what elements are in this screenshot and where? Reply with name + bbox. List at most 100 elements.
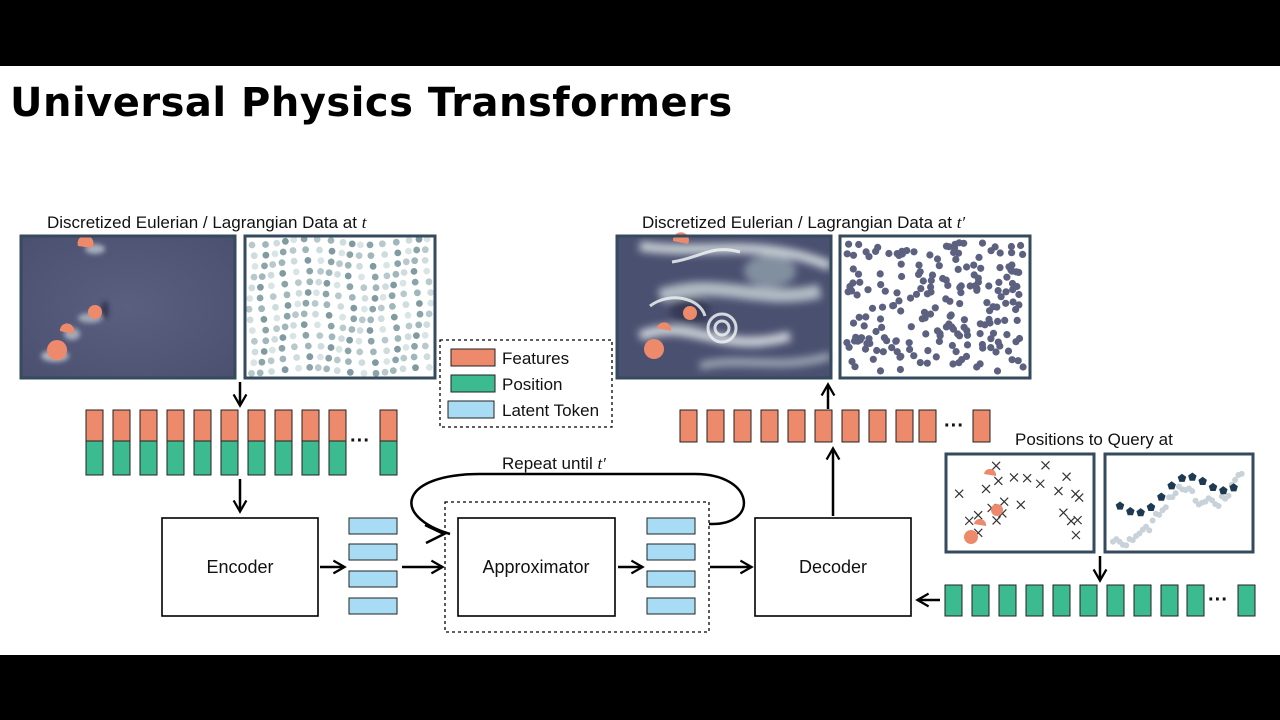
input-particle: [388, 292, 396, 300]
output-particle: [956, 284, 964, 292]
output-particle: [974, 278, 983, 286]
input-position-token: [379, 440, 398, 476]
input-particle: [337, 303, 345, 310]
input-particle: [256, 369, 264, 377]
input-particle: [311, 300, 319, 307]
output-particle: [963, 341, 972, 349]
input-particle: [416, 310, 424, 318]
input-particle: [317, 268, 324, 275]
legend: Features Position Latent Token: [439, 339, 613, 428]
input-particle: [267, 357, 275, 365]
output-particle: [975, 253, 983, 261]
input-particle: [416, 300, 423, 307]
input-particle: [338, 335, 345, 342]
input-particle: [248, 284, 256, 292]
input-particle: [290, 257, 298, 265]
output-particle: [872, 327, 880, 336]
input-particle: [258, 358, 266, 366]
input-particle: [281, 366, 289, 374]
input-position-token: [139, 440, 158, 476]
legend-latent-swatch: [447, 400, 495, 419]
query-particle: [1156, 511, 1163, 518]
output-particle: [976, 360, 984, 368]
input-particle: [400, 354, 408, 362]
query-cross-marker: [1059, 508, 1068, 518]
input-particle: [306, 278, 314, 286]
input-particle: [404, 333, 412, 341]
output-particle: [1008, 356, 1016, 364]
output-particle: [970, 261, 978, 269]
input-particle: [272, 303, 279, 311]
input-particle: [327, 322, 335, 330]
output-particle: [955, 359, 963, 367]
input-particle: [381, 368, 389, 376]
input-particle: [421, 246, 429, 254]
latent-token: [348, 517, 398, 535]
output-particle: [1007, 266, 1015, 274]
input-particle: [413, 332, 420, 339]
input-particle: [273, 314, 281, 322]
input-particle: [346, 336, 353, 344]
input-particle: [382, 283, 389, 290]
query-position-token: [1079, 584, 1098, 617]
query-cross-marker: [992, 516, 1001, 525]
query-cross-marker: [1066, 516, 1076, 526]
input-particle: [405, 322, 413, 330]
input-particle: [306, 353, 314, 361]
output-particle: [1007, 242, 1016, 251]
input-particle: [262, 337, 270, 345]
query-particle: [1225, 492, 1232, 499]
input-particle: [279, 270, 287, 277]
input-particle: [411, 342, 418, 350]
input-particle: [279, 355, 287, 363]
query-lagrangian-image: [1103, 452, 1255, 554]
input-particle: [283, 291, 291, 299]
output-data-caption: Discretized Eulerian / Lagrangian Data a…: [642, 213, 965, 232]
output-particle: [920, 308, 929, 316]
input-particle: [271, 250, 279, 258]
input-particle: [334, 271, 341, 278]
output-particle: [851, 363, 859, 371]
legend-features-swatch: [450, 348, 496, 367]
input-particle: [323, 301, 331, 309]
legend-position-label: Position: [502, 375, 562, 394]
input-particle: [294, 300, 302, 308]
input-feature-token: [379, 409, 398, 442]
output-particle: [962, 352, 971, 360]
output-particle: [1009, 298, 1017, 306]
input-particle: [269, 346, 276, 354]
input-particle: [399, 365, 407, 373]
input-particle: [379, 293, 387, 301]
input-particle: [344, 261, 352, 269]
input-particle: [344, 272, 352, 280]
input-particle: [260, 348, 268, 355]
input-token-ellipsis: ···: [350, 430, 370, 452]
input-particle: [292, 311, 299, 319]
output-particle: [954, 330, 962, 338]
input-position-token: [274, 440, 293, 476]
input-particle: [423, 267, 431, 275]
input-feature-token: [166, 409, 185, 442]
output-particle: [950, 244, 959, 252]
output-feature-token: [787, 409, 806, 443]
output-particle: [985, 315, 993, 323]
output-particle: [855, 240, 863, 249]
repeat-label: Repeat until t′: [502, 454, 606, 473]
output-token-ellipsis: ···: [944, 415, 964, 437]
query-cross-marker: [1041, 460, 1050, 470]
output-feature-token: [706, 409, 725, 443]
output-particle: [970, 271, 978, 279]
input-particle: [278, 259, 286, 267]
output-particle: [931, 304, 939, 312]
approximator-block: [457, 517, 616, 617]
output-particle: [892, 337, 900, 345]
input-particle: [383, 358, 391, 365]
output-particle: [960, 323, 968, 331]
input-particle: [402, 258, 410, 266]
input-particle: [295, 289, 303, 297]
input-particle: [339, 313, 346, 321]
output-particle: [932, 353, 940, 361]
output-particle: [896, 365, 905, 374]
input-particle: [389, 303, 396, 310]
output-particle: [963, 263, 971, 271]
